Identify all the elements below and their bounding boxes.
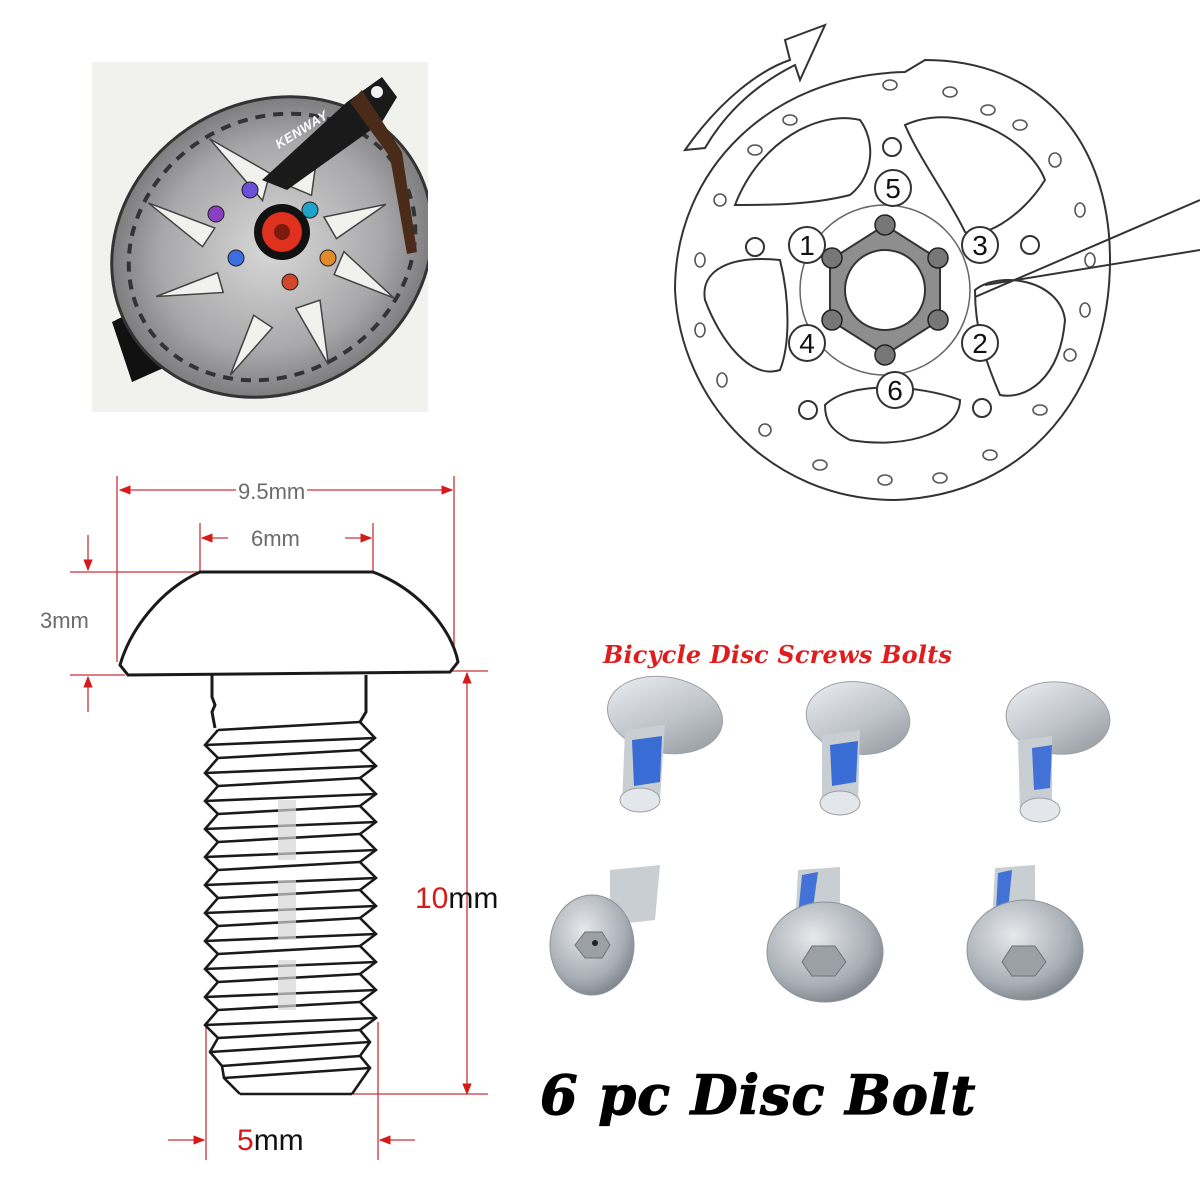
svg-text:5: 5 — [885, 173, 901, 204]
thread-diameter-value: 5 — [237, 1124, 254, 1157]
rotor-line-drawing — [673, 23, 1200, 502]
svg-text:1: 1 — [799, 230, 815, 261]
bolt-dimension-drawing: 9.5mm 6mm 3mm 10mm 5mm — [0, 440, 560, 1200]
bolts-photo — [540, 670, 1160, 1030]
bolt-top-3 — [1005, 681, 1111, 823]
bolt-bottom-1 — [549, 865, 660, 996]
thread-length-value: 10 — [415, 882, 449, 915]
bolts-subtitle: Bicycle Disc Screws Bolts — [603, 640, 953, 669]
bolt-top-2 — [805, 681, 911, 816]
svg-text:3: 3 — [972, 230, 988, 261]
bolt-sequence-2: 2 — [960, 323, 1000, 363]
bolt-bottom-3 — [966, 865, 1084, 1001]
svg-text:2: 2 — [972, 328, 988, 359]
head-diameter-label: 9.5mm — [236, 479, 308, 504]
bolt-sequence-6: 6 — [875, 370, 915, 410]
bolt-sequence-1: 1 — [787, 225, 827, 265]
bolt-technical-drawing — [70, 476, 488, 1160]
product-photo: KENWAY — [92, 62, 428, 412]
bolt-sequence-5: 5 — [873, 168, 913, 208]
thread-diameter-unit: mm — [253, 1124, 304, 1157]
bolt-bottom-2 — [766, 867, 884, 1003]
disc-bolts-illustration — [549, 675, 1111, 1003]
bolt-sequence-3: 3 — [960, 225, 1000, 265]
bolt-sequence-4: 4 — [787, 323, 827, 363]
top-flat-width-label: 6mm — [249, 526, 302, 551]
thread-length-unit: mm — [448, 882, 499, 915]
thread-diameter-label: 5mm — [237, 1126, 304, 1156]
bolt-top-1 — [607, 675, 723, 813]
install-sequence-diagram: 5 1 3 4 2 6 — [660, 0, 1200, 530]
product-headline: 6 pc Disc Bolt — [539, 1063, 977, 1127]
svg-text:6: 6 — [887, 375, 903, 406]
rotor-photo-illustration — [110, 77, 428, 399]
clockwise-arrow-icon — [682, 23, 827, 152]
thread-length-label: 10mm — [415, 884, 498, 914]
head-height-label: 3mm — [38, 608, 91, 633]
svg-text:4: 4 — [799, 328, 815, 359]
